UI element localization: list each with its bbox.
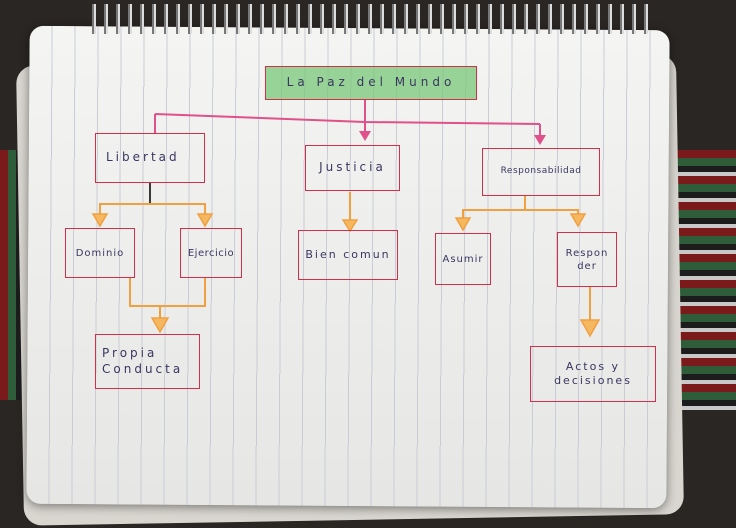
arrow-asumir: [454, 217, 472, 232]
label-actos-decisiones: Actos y decisiones: [554, 359, 632, 387]
arrow-responder: [569, 213, 587, 228]
label-dominio: Dominio: [75, 247, 125, 259]
title-box: La Paz del Mundo: [265, 66, 477, 100]
arrow-dominio: [91, 213, 109, 228]
sub-arrowheads: [91, 213, 601, 338]
node-responder: Respon der: [557, 232, 617, 287]
label-responder: Respon der: [565, 247, 609, 272]
node-libertad: Libertad: [95, 133, 205, 183]
label-justicia: Justicia: [319, 160, 386, 175]
arrow-actos: [579, 319, 601, 338]
label-responsabilidad: Responsabilidad: [500, 166, 582, 177]
connector-resp-split: [462, 209, 579, 222]
connector-libertad-split: [99, 203, 206, 215]
node-propia-conducta: Propia Conducta: [95, 334, 200, 389]
arrow-conducta: [150, 317, 170, 334]
main-connectors: [154, 100, 541, 140]
node-justicia: Justicia: [305, 145, 400, 191]
arrow-ejercicio: [196, 213, 214, 228]
node-actos-decisiones: Actos y decisiones: [530, 346, 656, 402]
node-dominio: Dominio: [65, 228, 135, 278]
arrow-responsabilidad: [534, 135, 546, 145]
node-ejercicio: Ejercicio: [180, 228, 242, 278]
spiral-binding: [88, 4, 648, 34]
node-asumir: Asumir: [435, 233, 491, 285]
label-asumir: Asumir: [442, 253, 484, 265]
title-text: La Paz del Mundo: [286, 75, 456, 90]
label-ejercicio: Ejercicio: [187, 247, 235, 259]
main-arrowheads: [359, 131, 546, 145]
node-bien-comun: Bien comun: [298, 230, 398, 280]
label-propia-conducta: Propia Conducta: [102, 345, 184, 376]
arrow-justicia: [359, 131, 371, 141]
label-libertad: Libertad: [106, 150, 180, 165]
connector-to-conducta: [129, 278, 206, 307]
arrow-bien-comun: [341, 219, 359, 233]
connector-top-bar: [154, 113, 541, 125]
label-bien-comun: Bien comun: [305, 247, 391, 261]
node-responsabilidad: Responsabilidad: [482, 148, 600, 196]
